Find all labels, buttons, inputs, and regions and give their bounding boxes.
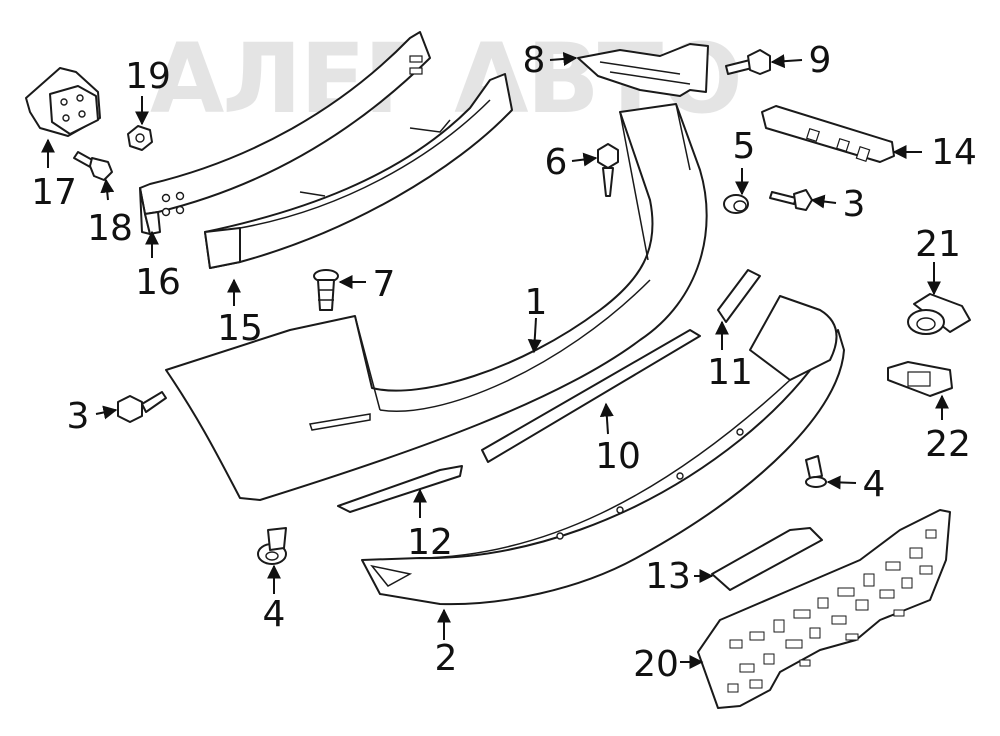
callout-15: 15 [217, 308, 263, 349]
callout-4-left: 4 [263, 594, 286, 635]
callout-8: 8 [523, 40, 546, 81]
part-10-trim-strip [481, 329, 701, 463]
part-17-bracket [25, 67, 101, 137]
part-15-energy-absorber [204, 73, 513, 269]
part-3-bolt-right [769, 189, 813, 211]
callout-5: 5 [733, 126, 756, 167]
part-7-push-pin [313, 269, 339, 311]
callout-7: 7 [373, 264, 396, 305]
part-14-mount-strip [761, 105, 895, 163]
part-2-lower-bumper-cover [361, 295, 845, 606]
callout-19: 19 [125, 56, 171, 97]
callout-14: 14 [931, 132, 977, 173]
part-19-nut [127, 125, 153, 151]
part-21-parking-sensor [907, 293, 971, 335]
callout-13: 13 [645, 556, 691, 597]
callout-3-left: 3 [67, 396, 90, 437]
callout-3-right: 3 [843, 184, 866, 225]
part-13-rail [711, 527, 823, 591]
callout-11: 11 [707, 352, 753, 393]
part-6-screw [597, 143, 619, 197]
callout-12: 12 [407, 522, 453, 563]
part-5-clip [723, 194, 749, 214]
part-11-small-bracket [717, 269, 761, 323]
callout-labels: 1 2 3 3 4 4 5 6 7 8 9 10 11 12 13 14 15 … [31, 40, 977, 685]
callout-4-right: 4 [863, 464, 886, 505]
part-4-clip-right [805, 455, 827, 488]
callout-17: 17 [31, 172, 77, 213]
part-12-reflector [337, 465, 463, 513]
callout-22: 22 [925, 424, 971, 465]
part-18-bolt [73, 151, 113, 181]
part-4-clip-left [257, 527, 287, 565]
part-20-lower-shield [697, 509, 951, 709]
part-22-sensor-holder [887, 361, 953, 397]
callout-20: 20 [633, 644, 679, 685]
part-8-side-bracket [577, 43, 709, 97]
callout-9: 9 [809, 40, 832, 81]
callout-10: 10 [595, 436, 641, 477]
callout-21: 21 [915, 224, 961, 265]
callout-arrows [41, 51, 949, 669]
callout-16: 16 [135, 262, 181, 303]
part-9-screw [725, 49, 771, 75]
callout-18: 18 [87, 208, 133, 249]
callout-1: 1 [525, 282, 548, 323]
part-3-bolt-left [117, 391, 167, 423]
callout-2: 2 [435, 638, 458, 679]
callout-6: 6 [545, 142, 568, 183]
